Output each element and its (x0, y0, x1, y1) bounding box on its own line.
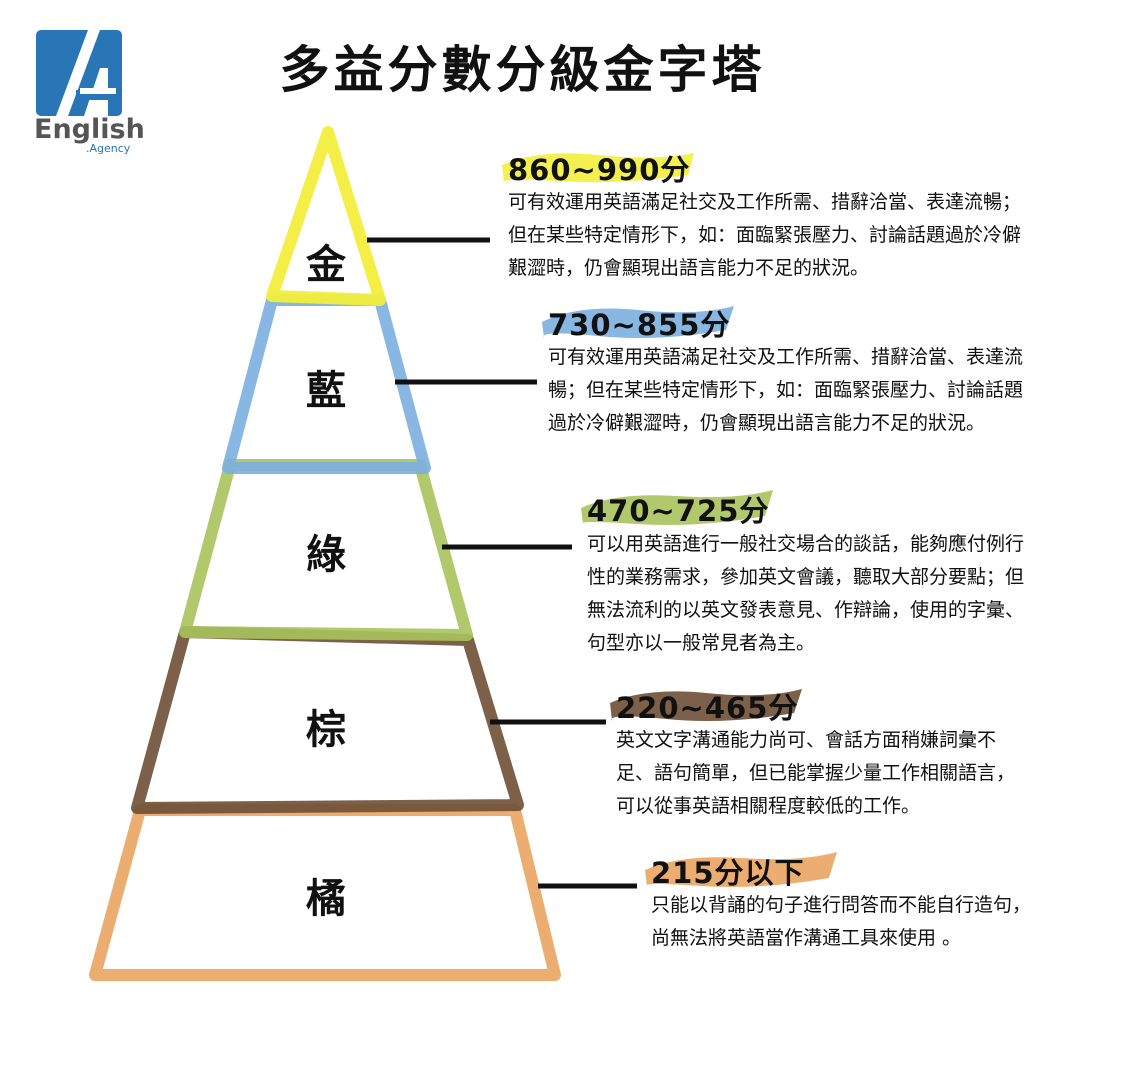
score-block-orange: 215分以下 (645, 850, 837, 892)
score-block-gold: 860~990分 (502, 147, 694, 189)
logo-subtext: .Agency (86, 142, 131, 155)
logo-wordmark: English (34, 114, 145, 145)
tier-label-gold: 金 (306, 242, 346, 288)
english-agency-logo: English .Agency (34, 30, 145, 160)
score-block-green: 470~725分 (581, 488, 773, 530)
logo-mark-icon (36, 30, 122, 116)
score-range-green: 470~725分 (587, 494, 770, 528)
tier-description-orange: 只能以背誦的句子進行問答而不能自行造句，尚無法將英語當作溝通工具來使用 。 (651, 894, 1032, 949)
pyramid-tier-gold (266, 126, 386, 306)
brush-highlight-orange (645, 852, 837, 887)
brush-highlight-gold (502, 153, 694, 183)
score-block-blue: 730~855分 (542, 302, 734, 344)
brush-highlight-green (581, 490, 773, 525)
score-range-blue: 730~855分 (548, 308, 731, 342)
brush-highlight-brown (610, 689, 802, 721)
tier-label-orange: 橘 (306, 876, 346, 922)
page-title: 多益分數分級金字塔 (279, 41, 766, 99)
score-range-gold: 860~990分 (508, 153, 691, 187)
tier-description-green: 可以用英語進行一般社交場合的談話，能夠應付例行性的業務需求，參加英文會議，聽取大… (587, 533, 1025, 654)
tier-description-gold: 可有效運用英語滿足社交及工作所需、措辭洽當、表達流暢；但在某些特定情形下，如：面… (508, 191, 1022, 279)
score-range-brown: 220~465分 (616, 691, 799, 725)
tier-description-brown: 英文文字溝通能力尚可、會話方面稍嫌詞彙不足、語句簡單，但已能掌握少量工作相關語言… (616, 729, 1016, 817)
brush-highlight-blue (542, 306, 734, 338)
tier-label-green: 綠 (306, 532, 346, 578)
tier-label-blue: 藍 (306, 368, 346, 414)
score-block-brown: 220~465分 (610, 685, 802, 727)
tier-label-brown: 棕 (306, 707, 346, 753)
score-range-orange: 215分以下 (651, 856, 805, 890)
tier-description-blue: 可有效運用英語滿足社交及工作所需、措辭洽當、表達流暢；但在某些特定情形下，如：面… (548, 346, 1024, 434)
